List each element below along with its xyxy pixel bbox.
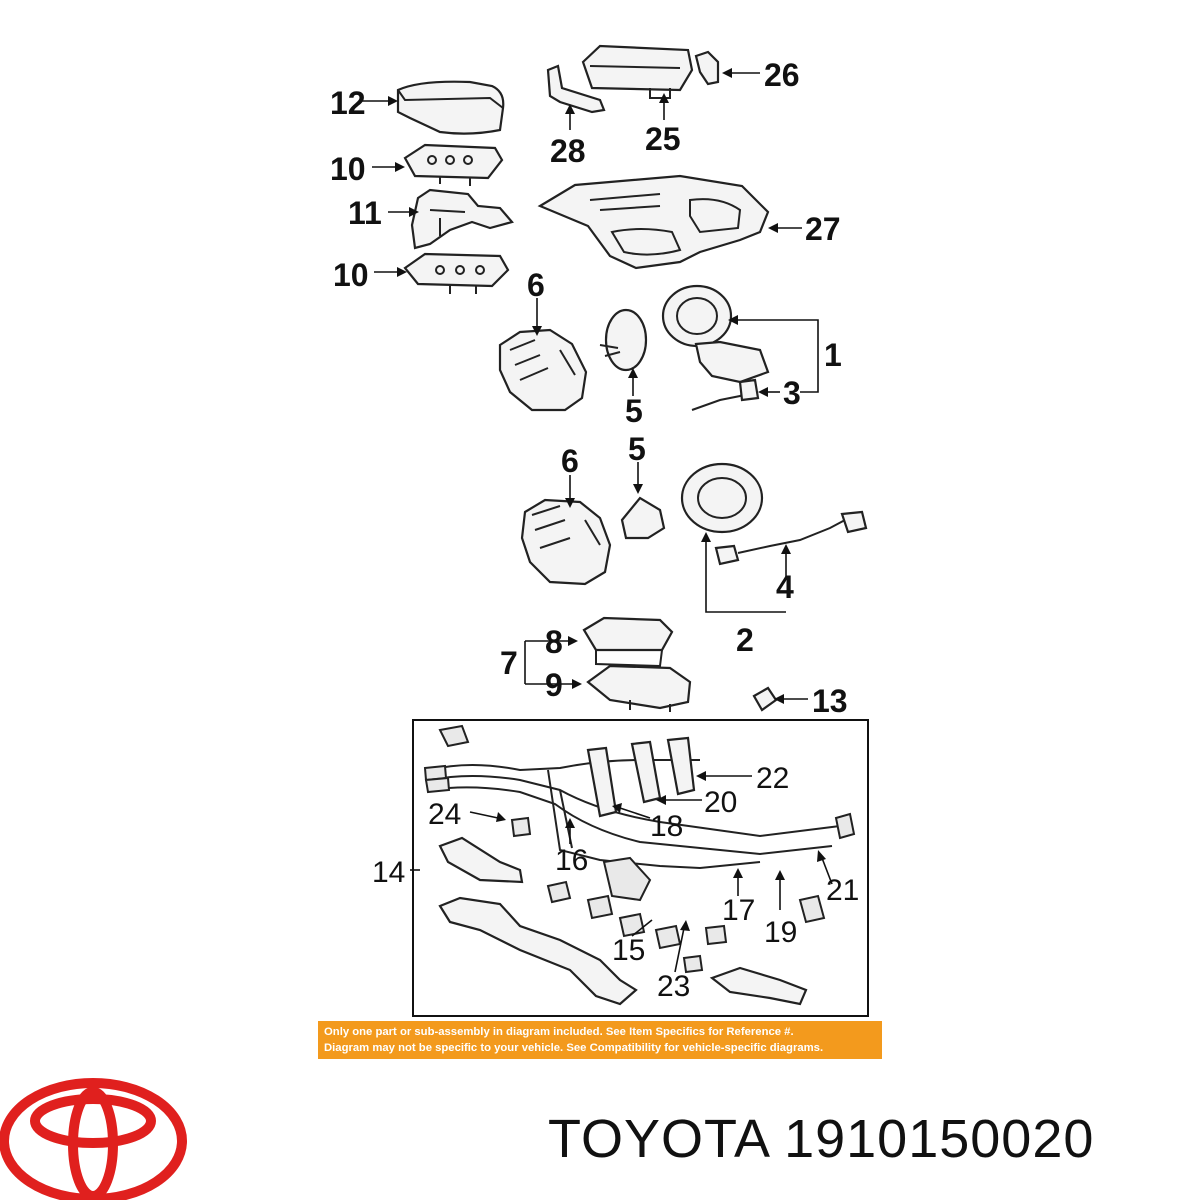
- leader-15: [631, 919, 653, 937]
- leader-22: [696, 771, 752, 781]
- callout-25: 25: [645, 121, 681, 157]
- leader-19: [775, 870, 785, 910]
- disclaimer-banner: Only one part or sub-assembly in diagram…: [318, 1021, 882, 1059]
- callout-28: 28: [550, 133, 586, 169]
- leader-18: [612, 803, 651, 819]
- leader-23: [674, 920, 690, 973]
- callout-5-upper: 5: [625, 393, 643, 429]
- leader-10a: [372, 162, 405, 172]
- leader-16: [565, 818, 575, 844]
- leader-7: [524, 636, 582, 689]
- leader-21: [817, 850, 833, 885]
- leader-11: [388, 207, 419, 217]
- leader-3: [758, 387, 780, 397]
- footer-title: TOYOTA 1910150020: [548, 1108, 1094, 1170]
- callout-8: 8: [545, 624, 563, 660]
- part-number: 1910150020: [784, 1109, 1095, 1169]
- callout-27: 27: [805, 211, 841, 247]
- callout-24: 24: [428, 798, 461, 831]
- toyota-logo: [0, 1078, 187, 1200]
- leader-6a: [532, 298, 542, 336]
- leader-17: [733, 868, 743, 896]
- callout-14: 14: [372, 856, 405, 889]
- callout-15: 15: [612, 934, 645, 967]
- callout-13: 13: [812, 683, 848, 719]
- part-10-lower: [403, 252, 510, 294]
- part-13-connector: [752, 686, 778, 712]
- leader-13: [774, 694, 808, 704]
- callout-4: 4: [776, 569, 794, 605]
- part-4-sensor: [714, 510, 868, 566]
- callout-11: 11: [348, 195, 382, 231]
- part-2-housing: [680, 462, 764, 534]
- disclaimer-line-1: Only one part or sub-assembly in diagram…: [324, 1026, 794, 1038]
- brand-name: TOYOTA: [548, 1109, 769, 1169]
- callout-23: 23: [657, 970, 690, 1003]
- part-3-pickup: [691, 378, 760, 411]
- callout-6-lower: 6: [561, 443, 579, 479]
- part-8-igniter: [582, 616, 674, 668]
- part-12-cover: [396, 80, 505, 135]
- part-1-housing: [661, 284, 770, 384]
- callout-21: 21: [826, 874, 859, 907]
- part-10-upper: [403, 143, 504, 186]
- part-6-lower: [520, 498, 612, 586]
- callout-20: 20: [704, 786, 737, 819]
- callout-17: 17: [722, 894, 755, 927]
- part-25-ecu: [581, 44, 694, 99]
- callout-10-lower: 10: [333, 257, 369, 293]
- callout-1: 1: [824, 337, 842, 373]
- part-9-bracket: [586, 664, 692, 712]
- part-5-lower: [620, 496, 666, 540]
- disclaimer-line-2: Diagram may not be specific to your vehi…: [324, 1042, 824, 1054]
- callout-19: 19: [764, 916, 797, 949]
- leader-2: [701, 532, 786, 613]
- part-11-bracket: [410, 188, 514, 250]
- leader-4: [781, 544, 791, 578]
- callout-18: 18: [650, 810, 683, 843]
- leader-26: [722, 68, 760, 78]
- callout-26: 26: [764, 57, 800, 93]
- leader-28: [565, 104, 575, 130]
- callout-9: 9: [545, 667, 563, 703]
- part-27-tray: [537, 174, 770, 270]
- callout-3: 3: [783, 375, 801, 411]
- callout-5-lower: 5: [628, 431, 646, 467]
- leader-5a: [628, 368, 638, 396]
- leader-25: [659, 93, 669, 120]
- leader-6b: [565, 475, 575, 508]
- callout-16: 16: [555, 844, 588, 877]
- leader-5b: [633, 462, 643, 494]
- callout-22: 22: [756, 762, 789, 795]
- part-28-bracket: [546, 64, 606, 114]
- callout-12: 12: [330, 85, 366, 121]
- leader-27: [768, 223, 802, 233]
- part-5-upper: [599, 308, 648, 372]
- leader-10b: [374, 267, 407, 277]
- part-6-upper: [498, 328, 588, 412]
- leader-12: [362, 96, 398, 106]
- callout-2: 2: [736, 622, 754, 658]
- callout-7: 7: [500, 645, 518, 681]
- part-26-bracket: [694, 50, 720, 86]
- leader-24: [469, 811, 506, 822]
- callout-6-upper: 6: [527, 267, 545, 303]
- leader-1: [728, 315, 819, 393]
- part-14-harness-frame: [412, 719, 869, 1017]
- leader-20: [656, 795, 702, 805]
- callout-10-upper: 10: [330, 151, 366, 187]
